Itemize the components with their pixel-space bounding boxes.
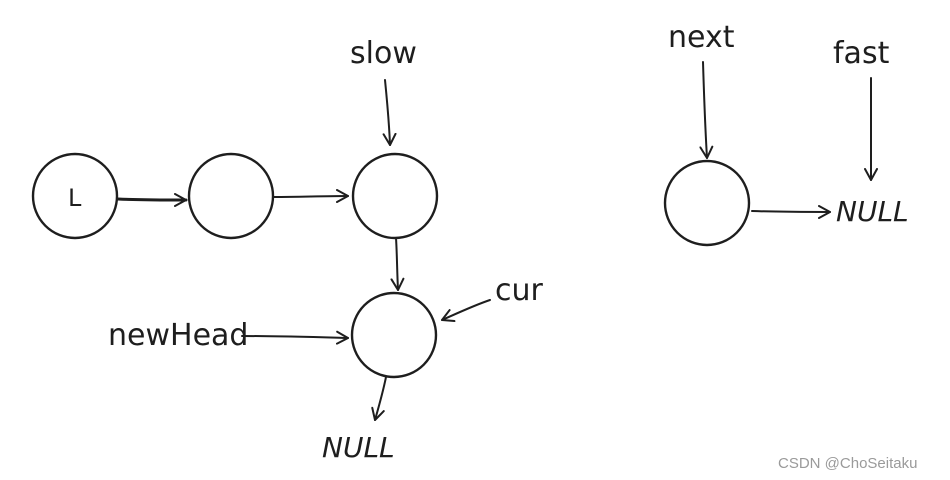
arrow-node3-to-newhead bbox=[390, 237, 405, 291]
list-node-2 bbox=[187, 152, 275, 240]
label-next: next bbox=[668, 20, 735, 55]
arrow-next-to-null bbox=[751, 204, 831, 219]
arrow-l-to-node2 bbox=[116, 192, 188, 207]
label-fast: fast bbox=[833, 36, 890, 71]
list-node-3 bbox=[351, 152, 439, 240]
arrow-next-pointer bbox=[699, 61, 714, 159]
arrow-node2-to-node3 bbox=[273, 189, 349, 204]
arrow-cur-pointer bbox=[441, 299, 491, 323]
arrow-newhead-pointer bbox=[241, 330, 349, 345]
node-label-l: L bbox=[68, 184, 82, 212]
label-cur: cur bbox=[495, 273, 544, 308]
label-newhead: newHead bbox=[108, 318, 248, 353]
watermark-text: CSDN @ChoSeitaku bbox=[778, 455, 917, 472]
list-node-newhead bbox=[350, 291, 438, 379]
label-null-bottom: NULL bbox=[322, 431, 395, 464]
label-null-right: NULL bbox=[836, 195, 909, 228]
list-node-l bbox=[31, 152, 119, 240]
arrow-slow-pointer bbox=[382, 79, 397, 146]
arrow-newhead-to-null bbox=[371, 376, 387, 421]
list-node-next bbox=[663, 159, 751, 247]
label-slow: slow bbox=[350, 36, 417, 71]
